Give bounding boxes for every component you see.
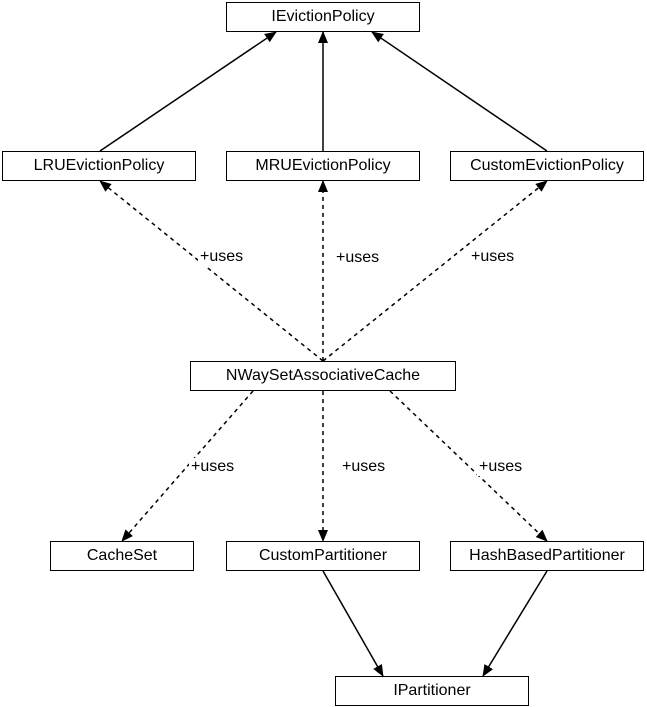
edge-label-uses-hashbased: +uses xyxy=(477,458,525,476)
node-customevictionpolicy: CustomEvictionPolicy xyxy=(450,151,644,181)
node-custompartitioner: CustomPartitioner xyxy=(226,541,420,571)
edge-custom-to-ievictionpolicy xyxy=(371,31,548,152)
edge-label-uses-custompartitioner: +uses xyxy=(340,458,388,476)
node-hashbasedpartitioner: HashBasedPartitioner xyxy=(450,541,644,571)
node-lruevictionpolicy: LRUEvictionPolicy xyxy=(2,151,196,181)
node-mruevictionpolicy: MRUEvictionPolicy xyxy=(226,151,420,181)
node-cacheset: CacheSet xyxy=(50,541,194,571)
edge-cache-to-customeviction xyxy=(322,180,548,362)
edge-cache-to-lru xyxy=(99,180,324,362)
node-ievictionpolicy: IEvictionPolicy xyxy=(226,2,420,32)
edge-label-uses-cacheset: +uses xyxy=(189,458,237,476)
node-ipartitioner: IPartitioner xyxy=(335,676,529,706)
edge-label-uses-mru: +uses xyxy=(334,249,382,267)
edge-label-uses-custom: +uses xyxy=(469,248,517,266)
node-nwaysetassociativecache: NWaySetAssociativeCache xyxy=(190,361,456,391)
edge-hashbased-to-ipartitioner xyxy=(482,570,548,677)
edge-custompartitioner-to-ipartitioner xyxy=(322,570,384,677)
edge-label-uses-lru: +uses xyxy=(198,248,246,266)
edge-cache-to-cacheset xyxy=(121,390,254,542)
edge-lru-to-ievictionpolicy xyxy=(99,31,277,152)
